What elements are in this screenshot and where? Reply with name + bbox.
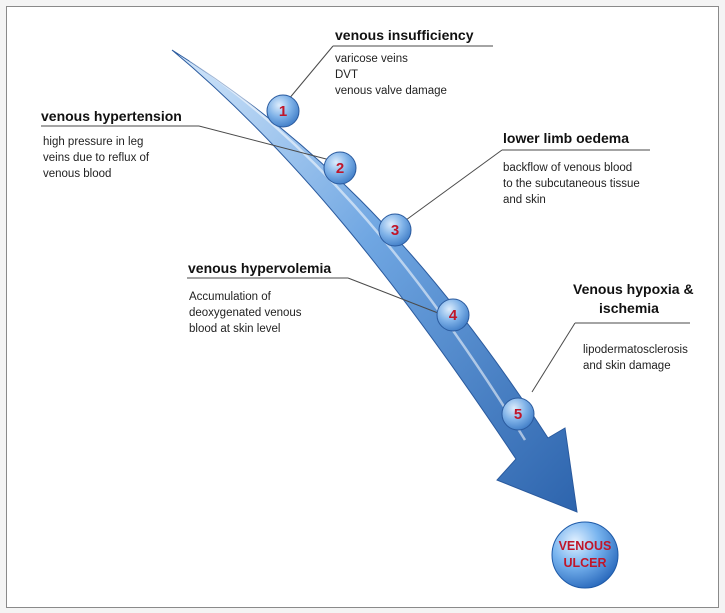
step-2-number: 2 <box>336 160 344 177</box>
step-3-line: backflow of venous blood <box>503 160 640 176</box>
leader-line-3 <box>406 150 502 220</box>
step-4-circle: 4 <box>437 299 469 331</box>
ulcer-label-line-2: ULCER <box>563 556 606 570</box>
step-3-title: lower limb oedema <box>503 130 629 146</box>
step-5-line: lipodermatosclerosis <box>583 342 688 358</box>
step-2-line: veins due to reflux of <box>43 150 149 166</box>
step-2-line: high pressure in leg <box>43 134 149 150</box>
step-5-line: and skin damage <box>583 358 688 374</box>
step-5-title: Venous hypoxia & ischemia <box>573 280 685 318</box>
step-3-description: backflow of venous blood to the subcutan… <box>503 160 640 208</box>
step-1-line: DVT <box>335 67 447 83</box>
step-1-circle: 1 <box>267 95 299 127</box>
progression-arrow <box>172 50 577 512</box>
step-5-number: 5 <box>514 406 522 423</box>
step-1-title: venous insufficiency <box>335 27 473 43</box>
step-4-line: blood at skin level <box>189 321 302 337</box>
step-1-number: 1 <box>279 103 287 120</box>
step-4-title: venous hypervolemia <box>188 260 331 276</box>
step-4-number: 4 <box>449 307 458 324</box>
step-5-title-line: Venous hypoxia & <box>573 280 685 299</box>
step-2-description: high pressure in leg veins due to reflux… <box>43 134 149 182</box>
step-1-line: varicose veins <box>335 51 447 67</box>
step-4-line: Accumulation of <box>189 289 302 305</box>
leader-line-5 <box>532 323 575 392</box>
step-2-line: venous blood <box>43 166 149 182</box>
venous-ulcer-node: VENOUS ULCER <box>552 522 618 588</box>
step-5-title-line: ischemia <box>573 299 685 318</box>
ulcer-label-line-1: VENOUS <box>559 539 612 553</box>
step-1-line: venous valve damage <box>335 83 447 99</box>
step-3-line: and skin <box>503 192 640 208</box>
step-4-line: deoxygenated venous <box>189 305 302 321</box>
step-3-number: 3 <box>391 222 399 239</box>
step-3-line: to the subcutaneous tissue <box>503 176 640 192</box>
step-1-description: varicose veins DVT venous valve damage <box>335 51 447 99</box>
step-5-description: lipodermatosclerosis and skin damage <box>583 342 688 374</box>
step-2-title: venous hypertension <box>41 108 182 124</box>
step-4-description: Accumulation of deoxygenated venous bloo… <box>189 289 302 337</box>
step-2-circle: 2 <box>324 152 356 184</box>
leader-line-1 <box>288 46 333 100</box>
step-5-circle: 5 <box>502 398 534 430</box>
step-3-circle: 3 <box>379 214 411 246</box>
